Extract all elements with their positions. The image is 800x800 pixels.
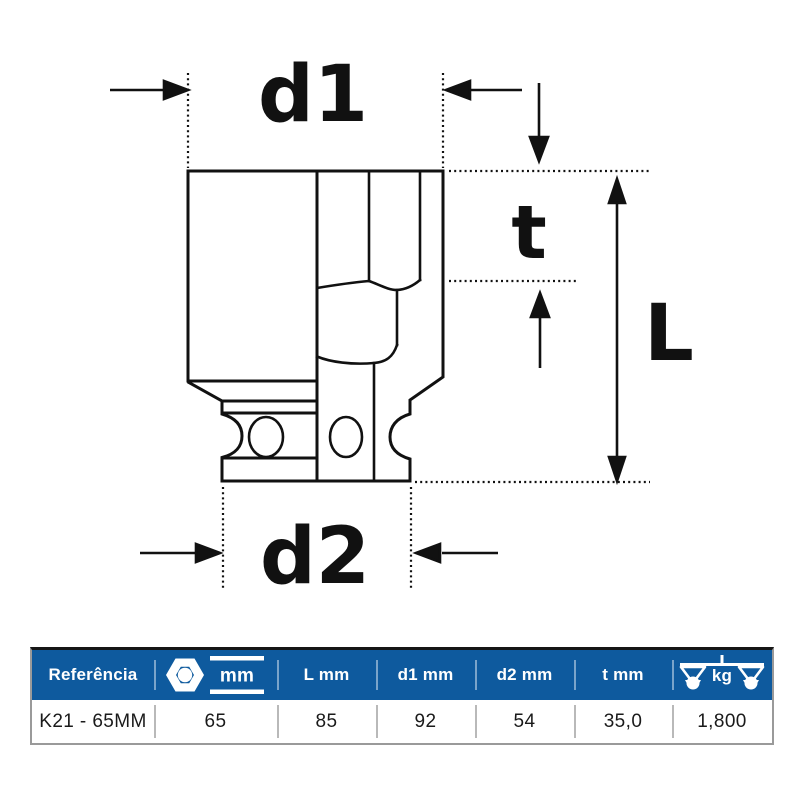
col-header-referencia-label: Referência [48,665,138,684]
col-header-l-label: L mm [303,665,350,684]
d1-arrow-right [442,79,522,101]
value-hex-mm: 65 [204,710,227,732]
d2-arrow-left [140,542,224,564]
col-header-d1-label: d1 mm [397,665,454,684]
hex-unit-label: mm [219,666,253,687]
col-header-d2: d2 mm [475,650,574,700]
value-d1-mm: 92 [414,710,437,732]
value-d2-mm: 54 [513,710,536,732]
t-arrow-down [528,83,550,165]
dim-label-t: t [511,190,546,276]
cell-hex-mm: 65 [154,700,277,743]
col-header-l: L mm [277,650,376,700]
d2-arrow-right [412,542,498,564]
col-header-t-label: t mm [602,665,644,684]
value-weight-kg: 1,800 [697,710,747,732]
spec-table-header: Referência mm L mm d1 mm d2 mm [32,650,772,700]
hex-nut-icon: mm [165,656,264,694]
pin-hole [328,415,364,459]
value-l-mm: 85 [315,710,338,732]
spec-table-row: K21 - 65MM 65 85 92 54 35,0 1,800 [32,700,772,743]
scale-icon: kg [679,655,765,690]
cell-d2-mm: 54 [475,700,574,743]
col-header-d2-label: d2 mm [496,665,553,684]
t-arrow-up [529,289,551,368]
value-t-mm: 35,0 [603,710,643,732]
col-header-hex-size: mm [154,650,277,700]
l-arrow [607,174,627,486]
socket-outline [186,169,445,483]
extension-lines [186,73,650,588]
dim-label-d1: d1 [258,50,368,140]
col-header-referencia: Referência [32,650,154,700]
cell-l-mm: 85 [277,700,376,743]
socket-section-lines [247,169,422,483]
dim-label-d2: d2 [260,512,370,602]
dim-label-L: L [644,289,694,379]
d1-arrow-left [110,79,192,101]
spec-table: Referência mm L mm d1 mm d2 mm [30,647,774,745]
value-referencia: K21 - 65MM [39,710,147,732]
socket-technical-drawing: d1 t L d2 [110,50,694,602]
col-header-d1: d1 mm [376,650,475,700]
cell-weight-kg: 1,800 [672,700,772,743]
cell-d1-mm: 92 [376,700,475,743]
col-header-t: t mm [574,650,672,700]
cell-referencia: K21 - 65MM [32,700,154,743]
weight-unit-label: kg [712,666,732,685]
cell-t-mm: 35,0 [574,700,672,743]
dimension-arrows [110,79,627,564]
col-header-weight: kg [672,650,772,700]
ball-hole [247,415,285,459]
